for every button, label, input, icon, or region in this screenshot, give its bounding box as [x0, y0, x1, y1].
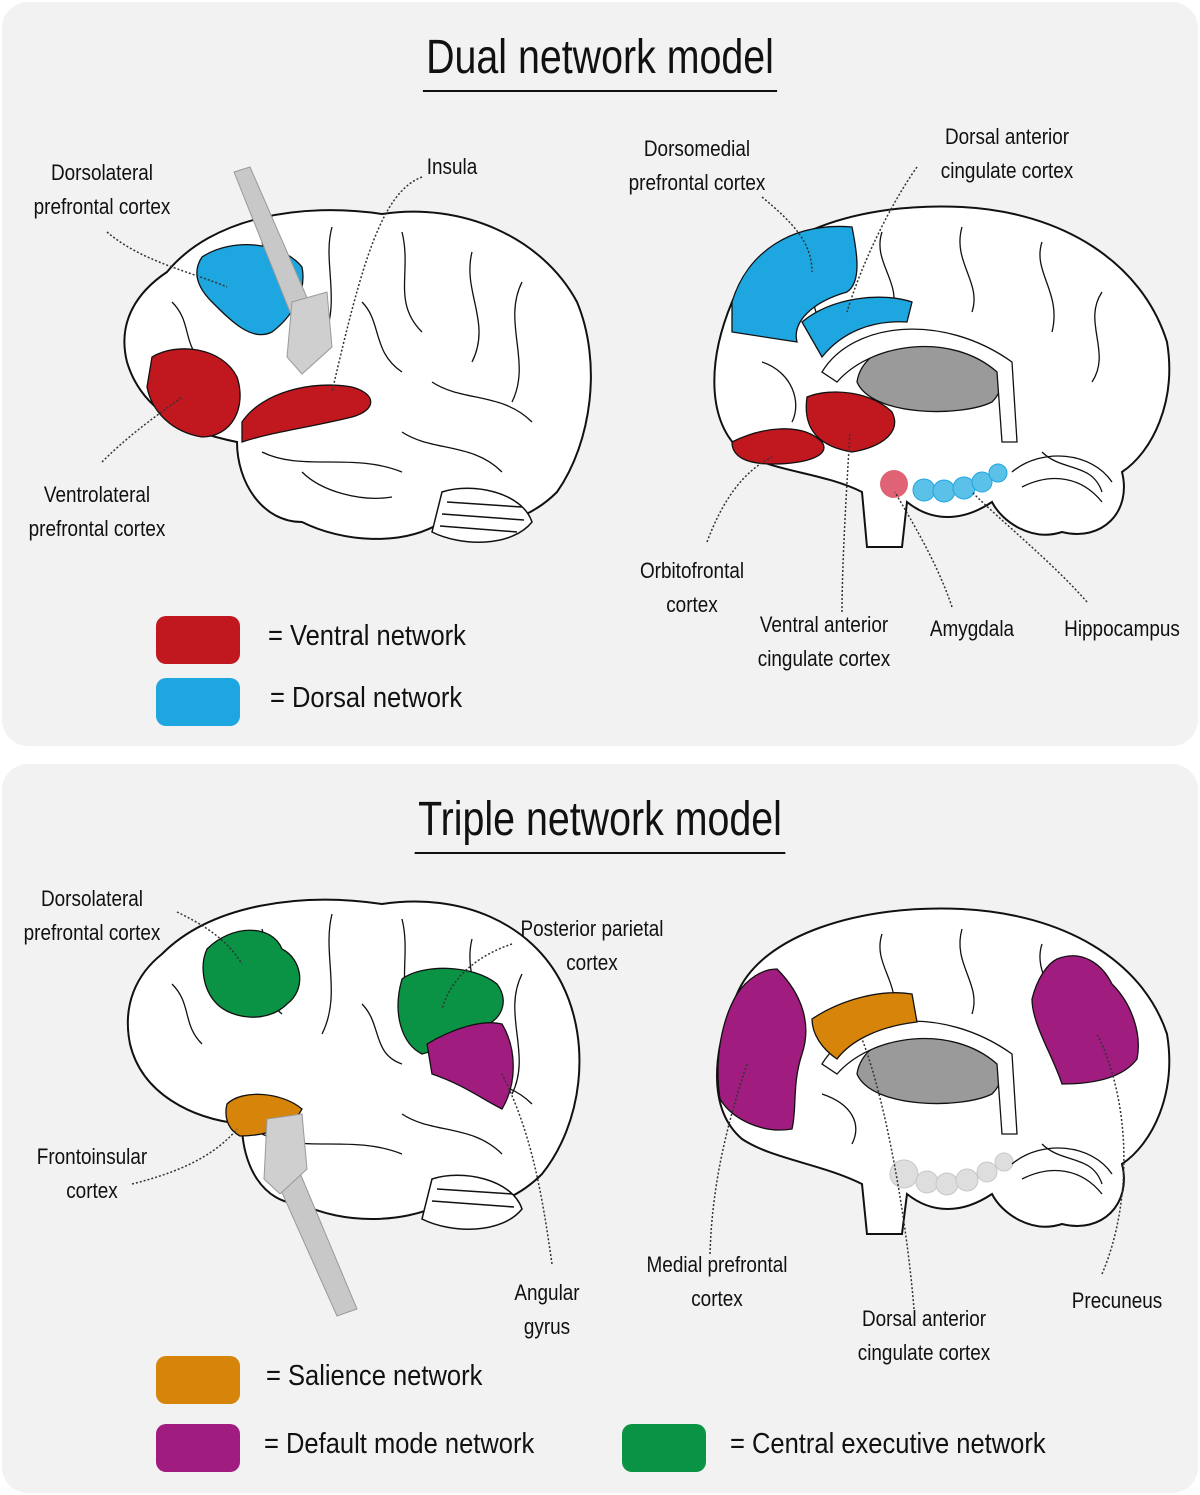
legend-swatch-salience: [156, 1356, 240, 1404]
legend-text-default-mode: = Default mode network: [264, 1428, 535, 1460]
triple-title: Triple network model: [110, 792, 1091, 854]
dual-title: Dual network model: [110, 30, 1091, 92]
legend-swatch-default-mode: [156, 1424, 240, 1472]
label-dual-amygdala: Amygdala: [929, 616, 1015, 641]
label-dual-insula: Insula: [426, 154, 478, 179]
label-triple-precuneus: Precuneus: [1071, 1288, 1163, 1313]
legend-text-dorsal: = Dorsal network: [270, 682, 463, 714]
triple-medial-brain: [709, 907, 1171, 1310]
legend-swatch-dorsal: [156, 678, 240, 726]
legend-swatch-central-executive: [622, 1424, 706, 1472]
label-dual-hippocampus: Hippocampus: [1064, 616, 1180, 641]
dual-lateral-brain: [101, 166, 592, 543]
triple-network-panel: Triple network model: [2, 764, 1198, 1493]
dual-medial-brain: [706, 166, 1171, 613]
legend-swatch-ventral: [156, 616, 240, 664]
legend-text-ventral: = Ventral network: [268, 620, 466, 652]
legend-text-central-executive: = Central executive network: [730, 1428, 1046, 1460]
triple-lateral-brain: [126, 898, 581, 1317]
legend-text-salience: = Salience network: [266, 1360, 483, 1392]
dual-network-panel: Dual network model: [2, 2, 1198, 746]
